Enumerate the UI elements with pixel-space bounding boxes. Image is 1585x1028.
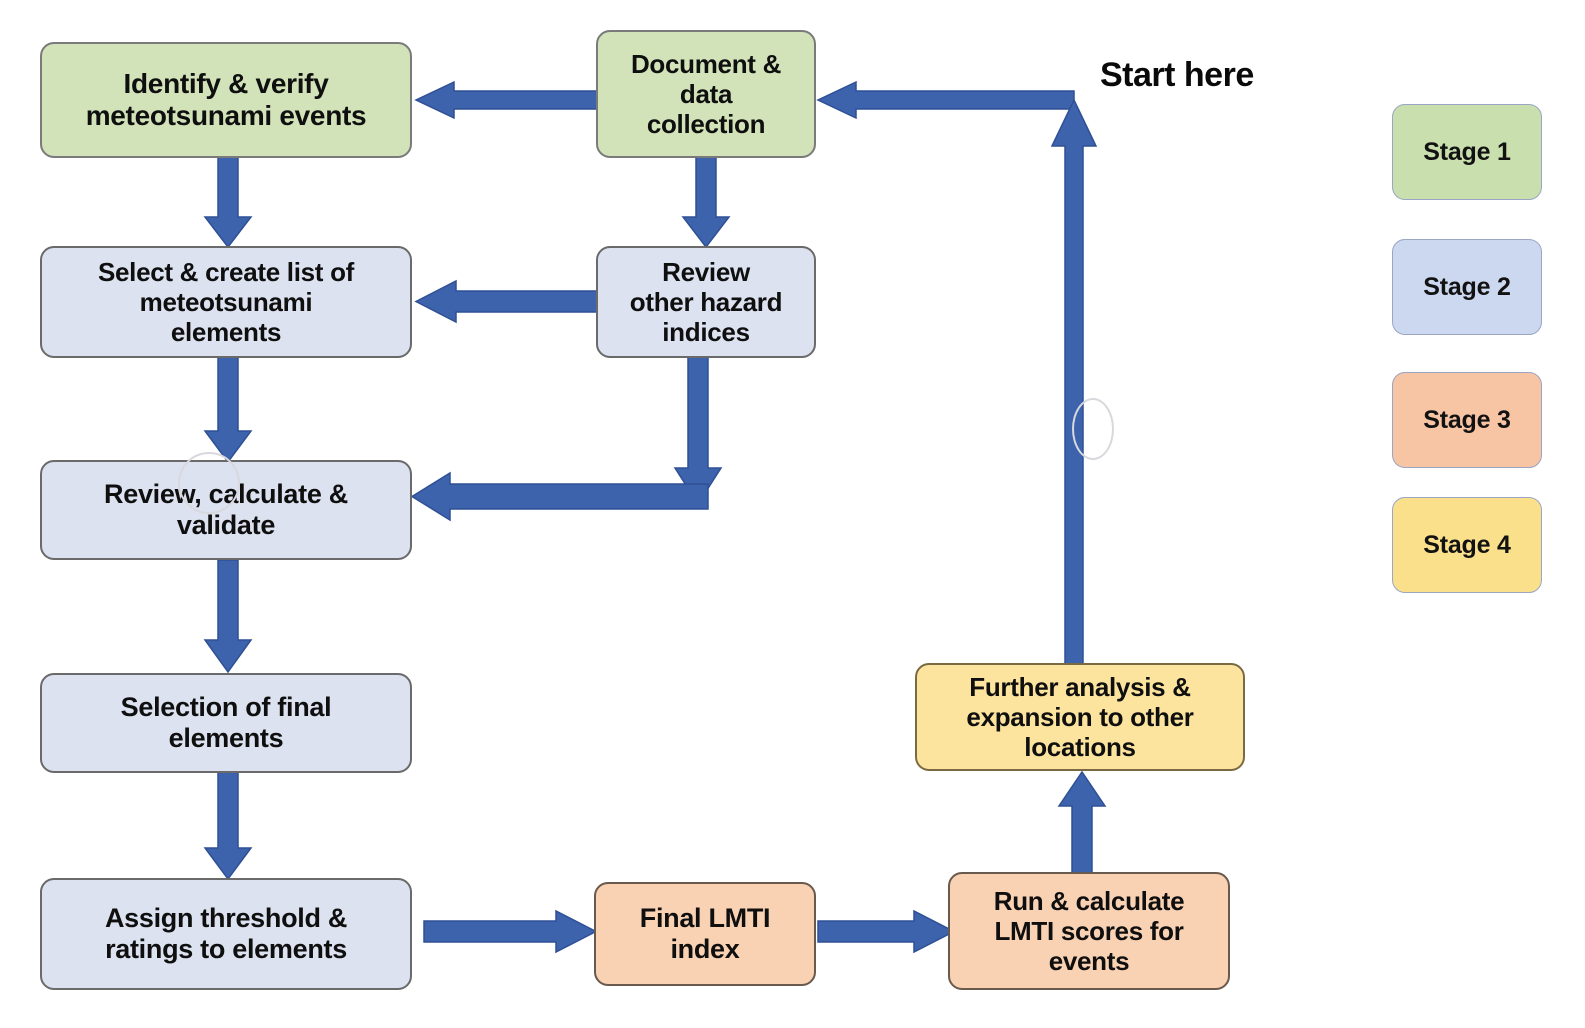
arrow-identify-to-select (199, 154, 257, 250)
node-further-line3: locations (1024, 732, 1136, 763)
arrow-document-to-review-hazard (677, 154, 735, 250)
node-identify-verify[interactable]: Identify & verify meteotsunami events (40, 42, 412, 158)
arrow-review-hazard-to-select (412, 278, 603, 326)
node-further-analysis-expansion[interactable]: Further analysis & expansion to other lo… (915, 663, 1245, 771)
node-further-line2: expansion to other (966, 701, 1194, 732)
arrow-further-to-start-riser (1044, 86, 1104, 672)
node-lmti-index-line1: Final LMTI (639, 902, 771, 933)
legend-stage-2-label: Stage 2 (1423, 272, 1511, 301)
node-identify-verify-line1: Identify & verify (123, 67, 329, 99)
node-document-data-collection[interactable]: Document & data collection (596, 30, 816, 158)
node-final-elements-line2: elements (168, 723, 284, 753)
legend-stage-4-label: Stage 4 (1423, 530, 1511, 559)
arrow-run-lmti-to-further-analysis (1052, 768, 1112, 881)
arrow-review-hazard-to-review-calculate (406, 355, 736, 522)
node-review-other-hazard-indices[interactable]: Review other hazard indices (596, 246, 816, 358)
legend-stage-3[interactable]: Stage 3 (1392, 372, 1542, 468)
node-review-calc-line2: validate (176, 510, 276, 540)
node-run-calculate-lmti-scores[interactable]: Run & calculate LMTI scores for events (948, 872, 1230, 990)
arrow-select-to-review-calculate (199, 354, 257, 465)
legend-stage-4[interactable]: Stage 4 (1392, 497, 1542, 593)
arrow-review-calculate-to-final-elements (199, 559, 257, 675)
arrow-start-to-document (814, 78, 1075, 122)
node-select-line2: meteotsunami (139, 286, 313, 317)
node-review-calc-line1: Review, calculate & (104, 478, 348, 509)
arrow-final-elements-to-assign (199, 771, 257, 882)
start-here-label: Start here (1100, 56, 1254, 94)
node-review-calculate-validate[interactable]: Review, calculate & validate (40, 460, 412, 560)
legend-stage-3-label: Stage 3 (1423, 405, 1511, 434)
node-run-lmti-line3: events (1048, 946, 1130, 977)
node-assign-line1: Assign threshold & (104, 902, 348, 933)
node-review-hazard-line2: other hazard (629, 286, 783, 317)
node-run-lmti-line2: LMTI scores for (994, 915, 1184, 946)
arrow-lmti-index-to-run-lmti (817, 908, 958, 956)
node-select-create-list[interactable]: Select & create list of meteotsunami ele… (40, 246, 412, 358)
node-document-line1: Document & (630, 48, 782, 79)
legend-stage-1-label: Stage 1 (1423, 137, 1511, 166)
node-document-line3: collection (646, 109, 766, 140)
node-lmti-index-line2: index (670, 934, 740, 964)
node-assign-threshold-ratings[interactable]: Assign threshold & ratings to elements (40, 878, 412, 990)
node-selection-final-elements[interactable]: Selection of final elements (40, 673, 412, 773)
node-identify-verify-line2: meteotsunami events (85, 100, 367, 131)
node-document-line2: data (679, 78, 733, 109)
node-final-lmti-index[interactable]: Final LMTI index (594, 882, 816, 986)
node-assign-line2: ratings to elements (105, 934, 347, 964)
node-select-line3: elements (170, 317, 282, 348)
node-further-line1: Further analysis & (969, 671, 1191, 702)
node-select-line1: Select & create list of (97, 256, 355, 287)
node-final-elements-line1: Selection of final (120, 691, 332, 722)
legend-stage-1[interactable]: Stage 1 (1392, 104, 1542, 200)
arrow-assign-to-lmti-index (423, 908, 600, 956)
node-review-hazard-line1: Review (662, 256, 750, 287)
node-review-hazard-line3: indices (662, 317, 750, 348)
legend-stage-2[interactable]: Stage 2 (1392, 239, 1542, 335)
arrow-document-to-identify (412, 78, 603, 122)
node-run-lmti-line1: Run & calculate (993, 885, 1185, 916)
